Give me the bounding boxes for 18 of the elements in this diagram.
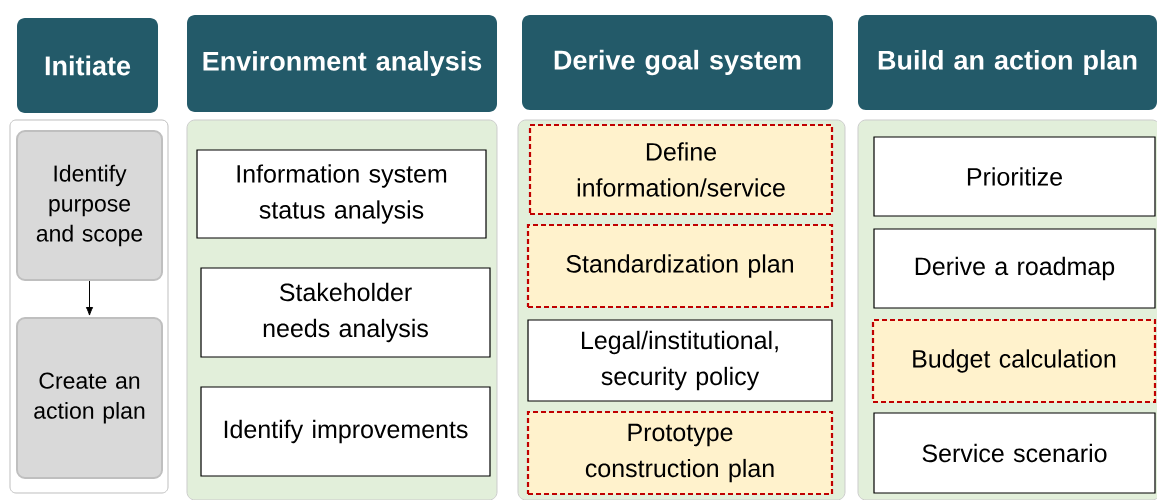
highlighted-step-box: Standardization plan xyxy=(526,223,834,309)
step-box: Information system status analysis xyxy=(196,149,487,239)
step-box: Derive a roadmap xyxy=(873,228,1156,309)
step-box: Legal/institutional, security policy xyxy=(527,319,833,402)
step-box: Stakeholder needs analysis xyxy=(200,267,491,358)
header-tab: Environment analysis xyxy=(187,15,497,112)
step-box: Prioritize xyxy=(873,136,1156,217)
highlighted-step-box: Define information/service xyxy=(528,123,834,216)
header-tab: Initiate xyxy=(17,18,158,113)
step-box: Service scenario xyxy=(873,412,1156,494)
header-tab: Build an action plan xyxy=(858,15,1157,110)
highlighted-step-box: Prototype construction plan xyxy=(526,410,834,496)
step-box: Create an action plan xyxy=(16,317,163,479)
arrow xyxy=(85,280,94,316)
step-box: Identify purpose and scope xyxy=(16,130,163,281)
highlighted-step-box: Budget calculation xyxy=(871,318,1157,404)
header-tab: Derive goal system xyxy=(522,15,833,110)
step-box: Identify improvements xyxy=(200,386,491,477)
